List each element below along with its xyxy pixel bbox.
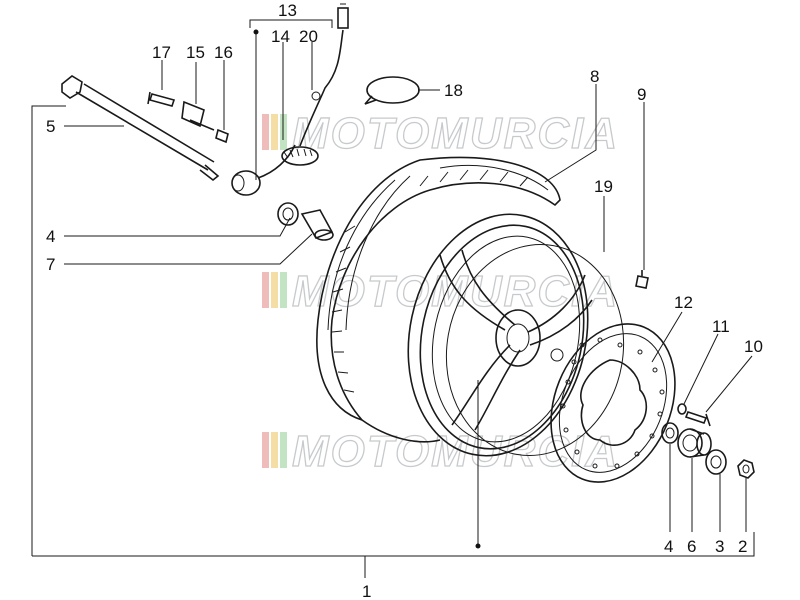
- bearing-4-right: [661, 422, 679, 444]
- callout-17: 17: [152, 43, 171, 62]
- brake-disc: [550, 323, 676, 483]
- leader-lines: [31, 19, 755, 578]
- clamp-15: [181, 100, 215, 131]
- hub-spacer-6: [677, 428, 712, 458]
- callout-2: 2: [738, 537, 747, 556]
- callout-19: 19: [594, 177, 613, 196]
- callout-20: 20: [299, 27, 318, 46]
- callout-18: 18: [444, 81, 463, 100]
- callout-11: 11: [712, 317, 730, 336]
- callout-14: 14: [271, 27, 290, 46]
- callout-15: 15: [186, 43, 205, 62]
- valve-9: [635, 270, 649, 289]
- callout-16: 16: [214, 43, 233, 62]
- bearing-4-left: [277, 202, 299, 226]
- watermark-bottom: MOTOMURCIA: [262, 426, 619, 477]
- callout-5: 5: [46, 117, 55, 136]
- washer-11: [677, 403, 687, 415]
- callout-labels: 1 2 3 4 6 4 5 7 8 9 10 11 12 13 14 15 16…: [46, 1, 763, 600]
- nut-16: [215, 128, 229, 144]
- callout-7: 7: [46, 255, 55, 274]
- callout-13: 13: [278, 1, 297, 20]
- callout-10: 10: [744, 337, 763, 356]
- disc-bolt-10: [684, 411, 711, 427]
- tyre-tread: [331, 169, 529, 393]
- tyre: [316, 156, 561, 443]
- callout-4-right: 4: [664, 537, 673, 556]
- axle-shaft: [61, 75, 220, 182]
- axle-nut-2: [737, 459, 755, 479]
- bolt-17: [147, 91, 176, 107]
- watermark-top: MOTOMURCIA: [262, 108, 619, 159]
- callout-12: 12: [674, 293, 693, 312]
- watermark-text: MOTOMURCIA: [292, 109, 619, 158]
- wire-ring-18: [364, 76, 420, 105]
- rim-tape-ring: [445, 243, 625, 457]
- callout-4-left: 4: [46, 227, 55, 246]
- callout-9: 9: [637, 85, 646, 104]
- callout-6: 6: [687, 537, 696, 556]
- callout-3: 3: [715, 537, 724, 556]
- callout-8: 8: [590, 67, 599, 86]
- callout-1: 1: [362, 582, 371, 600]
- spacer-7: [300, 209, 334, 241]
- speedometer-drive: [231, 3, 349, 196]
- seal-3: [705, 449, 727, 475]
- watermark-text: MOTOMURCIA: [292, 427, 619, 476]
